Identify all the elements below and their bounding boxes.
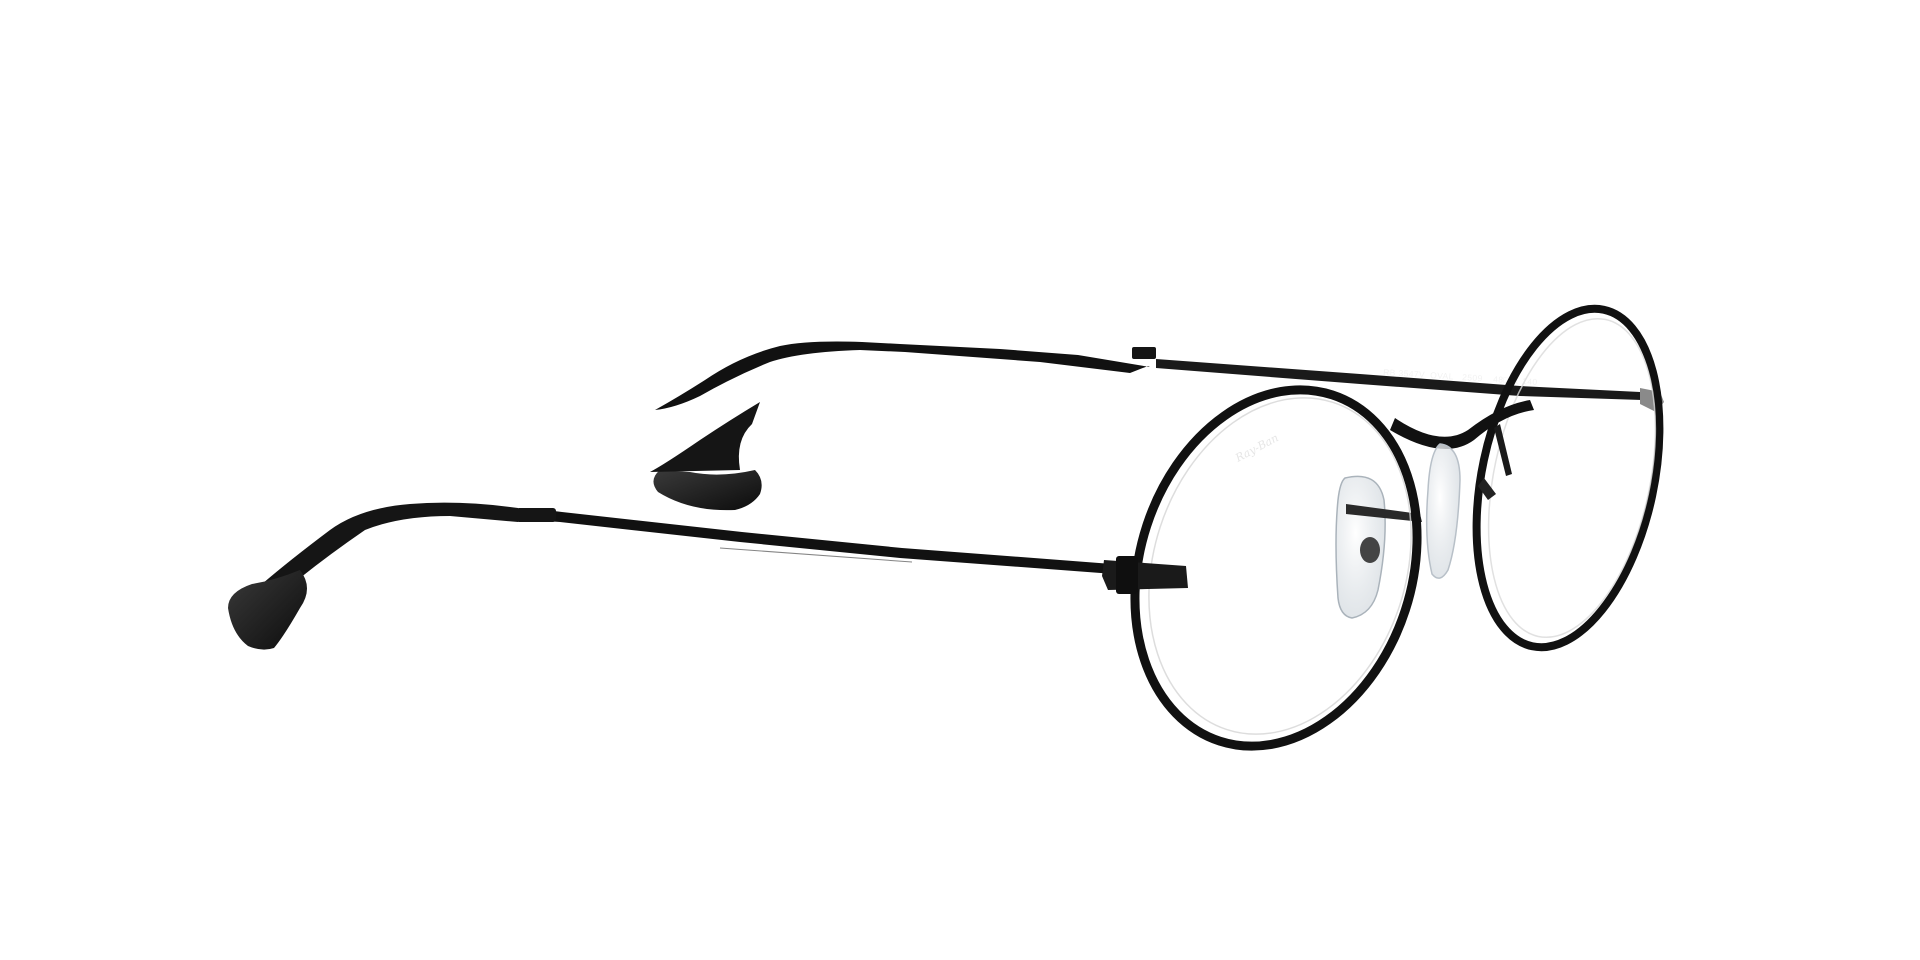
nose-pads bbox=[1335, 443, 1461, 619]
near-pad-arm bbox=[1346, 504, 1422, 522]
near-pad-screw bbox=[1360, 537, 1380, 563]
near-temple-texture bbox=[719, 547, 913, 563]
far-temple-tip-neck bbox=[650, 402, 760, 472]
bridge bbox=[1390, 400, 1534, 500]
bridge-pad-arm-far bbox=[1494, 424, 1512, 476]
temple-imprint-length: 140 bbox=[1522, 376, 1538, 387]
near-hinge bbox=[1102, 560, 1188, 590]
far-temple: RB 3547V OVAL 2509 48□21 140 bbox=[650, 341, 1664, 511]
far-temple-front-segment bbox=[1156, 359, 1642, 400]
temple-imprint-shape: OVAL bbox=[1430, 370, 1454, 381]
lens-logo: Ray-Ban bbox=[1232, 431, 1280, 465]
near-temple-curve bbox=[247, 502, 518, 606]
bridge-pad-joint bbox=[1478, 478, 1496, 500]
near-temple-tip bbox=[228, 570, 307, 650]
temple-imprint-color-code: 2509 bbox=[1462, 372, 1483, 383]
temple-imprint-size: 48□21 bbox=[1493, 374, 1520, 386]
near-temple bbox=[228, 502, 1188, 650]
bridge-bar bbox=[1390, 400, 1534, 449]
far-temple-arm bbox=[655, 341, 1150, 410]
near-temple-arm bbox=[545, 510, 1114, 574]
near-temple-joint bbox=[516, 508, 556, 522]
far-temple-tip bbox=[653, 470, 762, 511]
far-rim bbox=[1472, 304, 1664, 652]
near-hinge-block bbox=[1116, 556, 1138, 594]
near-lens-edge bbox=[1148, 397, 1412, 735]
far-nose-pad bbox=[1425, 443, 1461, 579]
far-lens-edge bbox=[1487, 317, 1657, 639]
near-rim bbox=[1130, 385, 1422, 751]
far-temple-joint bbox=[1132, 347, 1156, 359]
temple-imprint-model: RB 3547V bbox=[1383, 367, 1425, 380]
far-lens bbox=[1472, 304, 1664, 652]
